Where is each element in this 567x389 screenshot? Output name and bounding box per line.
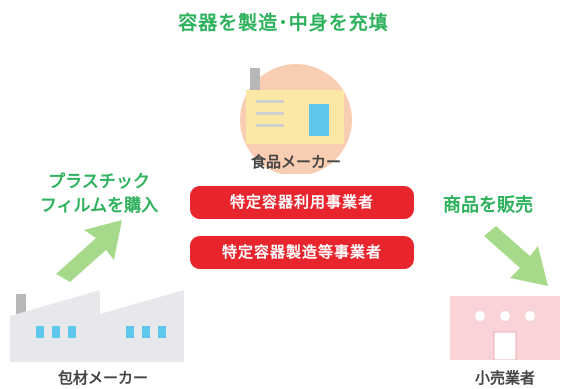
diagram-title: 容器を製造･中身を充填 — [178, 12, 389, 34]
purchase-text-line-2: フィルムを購入 — [39, 196, 159, 216]
purchase-text-line-1: プラスチック — [48, 172, 150, 192]
role-badge-container-user: 特定容器利用事業者 — [190, 186, 414, 219]
down-right-arrow-icon — [484, 226, 548, 286]
packaging-factory-icon — [10, 290, 184, 362]
role-badge-container-manufacturer: 特定容器製造等事業者 — [190, 236, 414, 269]
retailer-label: 小売業者 — [474, 369, 535, 387]
up-right-arrow-icon — [56, 220, 122, 282]
sell-text: 商品を販売 — [443, 195, 533, 216]
purchase-text: プラスチック フィルムを購入 — [14, 170, 184, 218]
food-factory-icon — [240, 64, 352, 174]
packaging-maker-label: 包材メーカー — [57, 369, 148, 387]
retail-store-icon — [450, 296, 560, 360]
food-manufacturer-label: 食品メーカー — [250, 153, 341, 171]
